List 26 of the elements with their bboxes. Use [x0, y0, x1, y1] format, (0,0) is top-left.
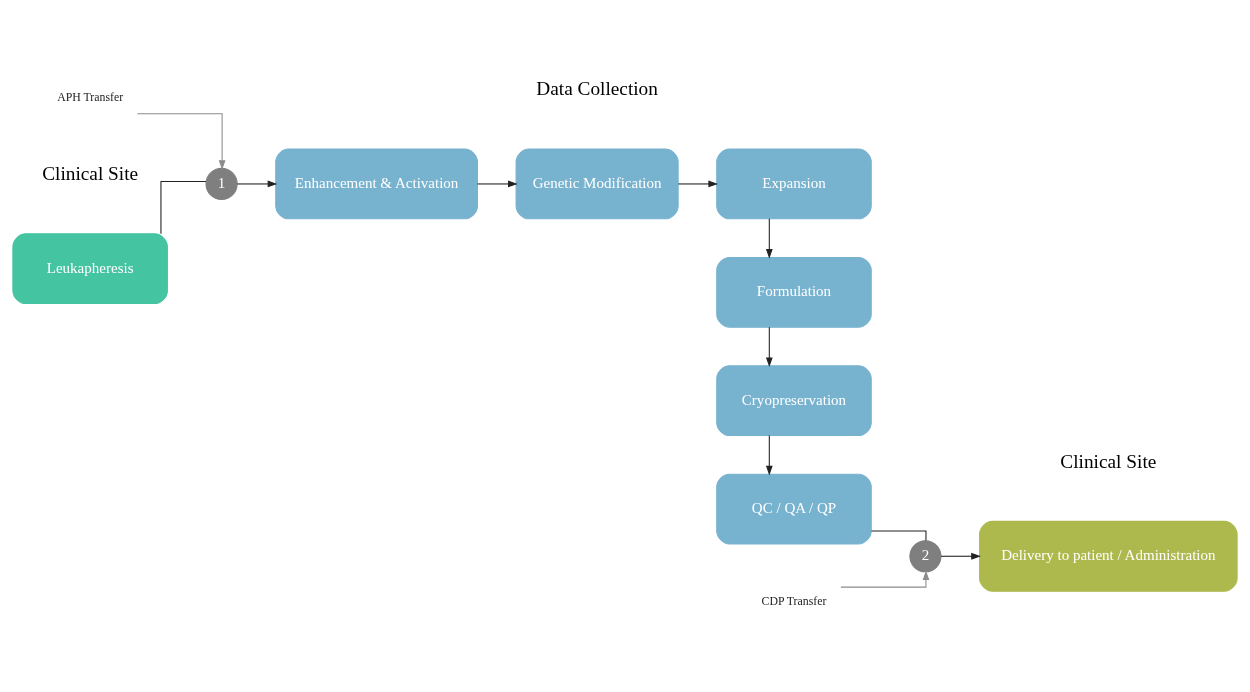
node-box: QC / QA / QP	[716, 473, 872, 544]
arrow	[236, 180, 278, 187]
arrow	[765, 217, 773, 259]
node-circle: 2	[909, 539, 942, 572]
label: Clinical Site	[42, 162, 139, 184]
label: Data Collection	[536, 77, 658, 99]
arrow	[940, 552, 981, 560]
arrow	[765, 326, 773, 367]
node-box: Enhancement & Activation	[275, 148, 478, 219]
node-box: Expansion	[716, 148, 872, 219]
arrow	[476, 180, 518, 187]
node-box: Delivery to patient / Administration	[979, 520, 1238, 592]
node-box: Formulation	[716, 256, 872, 328]
connector	[160, 180, 207, 234]
node-text: CDP Transfer	[761, 593, 827, 608]
node-box: Genetic Modification	[515, 148, 679, 219]
arrow	[765, 434, 773, 475]
connector	[871, 530, 927, 541]
node-box: Leukapheresis	[12, 232, 168, 304]
arrow	[840, 569, 930, 588]
label: Clinical Site	[1060, 450, 1157, 472]
arrow	[677, 180, 719, 187]
node-text: APH Transfer	[57, 89, 124, 104]
arrow	[136, 112, 226, 170]
node-box: Cryopreservation	[716, 364, 872, 436]
node-circle: 1	[205, 167, 238, 200]
